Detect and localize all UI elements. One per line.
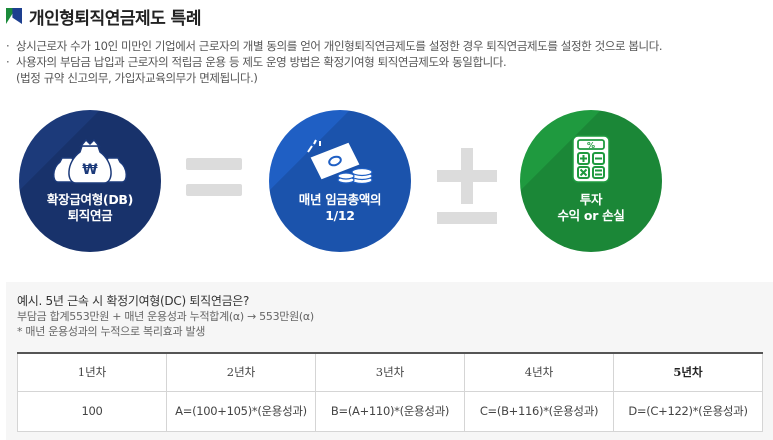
description-list: ·상시근로자 수가 10인 미만인 기업에서 근로자의 개별 동의를 얻어 개인… — [6, 38, 663, 86]
svg-text:₩: ₩ — [82, 162, 98, 178]
equals-sign — [186, 158, 242, 210]
example-box: 예시. 5년 근속 시 확정기여형(DC) 퇴직연금은? 부담금 합계553만원… — [6, 282, 773, 440]
description-item: ·사용자의 부담금 납입과 근로자의 적립금 운용 등 제도 운영 방법은 확정… — [6, 55, 507, 69]
table-cell: B=(A+110)*(운용성과) — [315, 390, 465, 432]
money-bag-icon: ₩ — [50, 138, 130, 184]
table-header-cell: 1년차 — [17, 352, 167, 392]
page-header: 개인형퇴직연금제도 특례 — [6, 3, 201, 29]
page-title: 개인형퇴직연금제도 특례 — [29, 8, 201, 29]
section-flag-icon — [6, 8, 22, 24]
svg-text:%: % — [587, 141, 595, 150]
description-item: (법정 규약 신고의무, 가입자교육의무가 면제됩니다.) — [16, 71, 258, 85]
table-cell: A=(100+105)*(운용성과) — [166, 390, 316, 432]
plus-minus-sign — [437, 148, 497, 224]
table-header-cell: 2년차 — [166, 352, 316, 392]
table-cell: C=(B+116)*(운용성과) — [464, 390, 614, 432]
table-header-cell: 3년차 — [315, 352, 465, 392]
table-row: 100 A=(100+105)*(운용성과) B=(A+110)*(운용성과) … — [17, 390, 763, 432]
investment-circle: % 투자 수익 or 손실 — [520, 110, 662, 252]
example-title: 예시. 5년 근속 시 확정기여형(DC) 퇴직연금은? — [17, 294, 250, 308]
calculator-icon: % — [551, 135, 631, 184]
circle-label: 투자 수익 or 손실 — [557, 192, 625, 223]
annual-wage-circle: 매년 임금총액의 1/12 — [269, 110, 411, 252]
circle-label: 매년 임금총액의 1/12 — [298, 192, 382, 223]
description-item: ·상시근로자 수가 10인 미만인 기업에서 근로자의 개별 동의를 얻어 개인… — [6, 39, 663, 53]
db-pension-circle: ₩ 확장급여형(DB) 퇴직연금 — [19, 110, 161, 252]
table-header-row: 1년차 2년차 3년차 4년차 5년차 — [17, 352, 763, 392]
table-cell: 100 — [17, 390, 167, 432]
example-table: 1년차 2년차 3년차 4년차 5년차 100 A=(100+105)*(운용성… — [17, 352, 763, 432]
example-description: 부담금 합계553만원 + 매년 운용성과 누적합계(α) → 553만원(α)… — [17, 310, 314, 338]
table-header-cell: 4년차 — [464, 352, 614, 392]
circle-label: 확장급여형(DB) 퇴직연금 — [46, 192, 134, 223]
table-cell: D=(C+122)*(운용성과) — [613, 390, 763, 432]
banknote-coins-icon — [300, 138, 380, 184]
table-header-cell: 5년차 — [613, 352, 763, 392]
